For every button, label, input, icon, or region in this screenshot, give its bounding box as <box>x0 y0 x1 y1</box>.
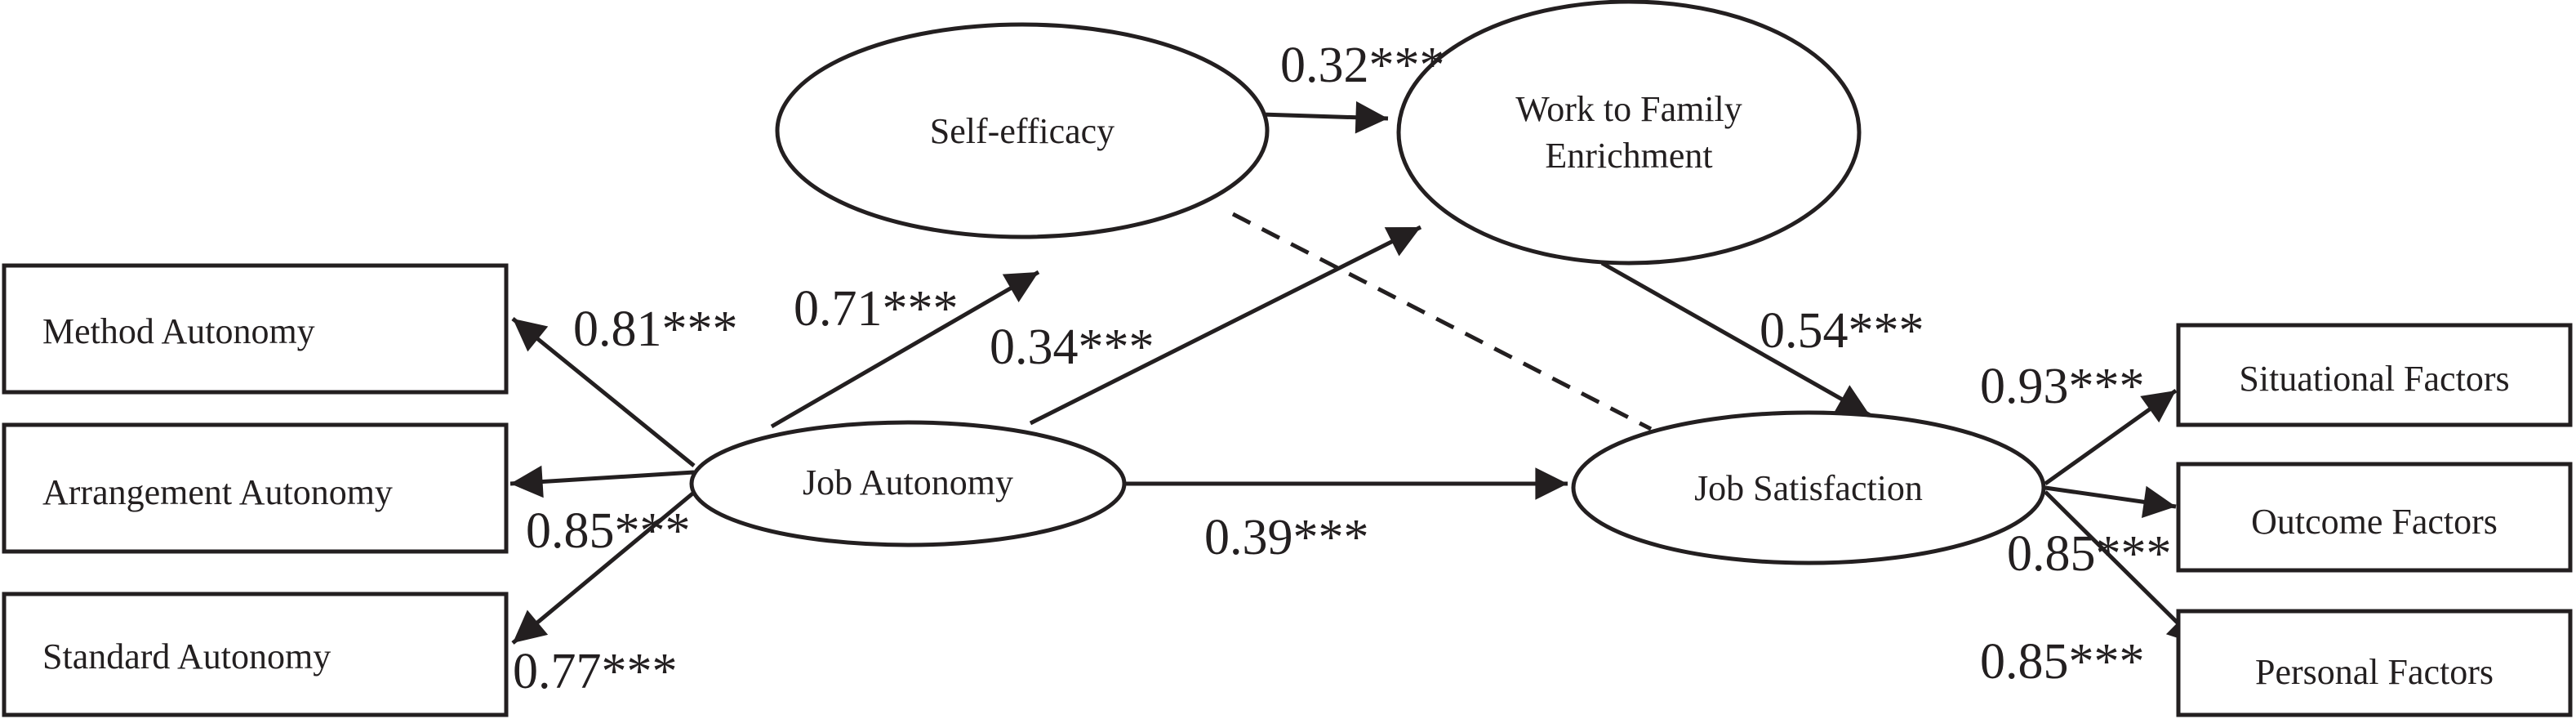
edge-satisfaction-to-personal <box>2044 490 2202 647</box>
edge-satisfaction-to-situational <box>2044 388 2178 486</box>
node-job-satisfaction: Job Satisfaction <box>1571 410 2046 565</box>
edge-autonomy-to-enrichment <box>1029 225 1422 426</box>
node-outcome-factors: Outcome Factors <box>2176 462 2573 573</box>
coef-method-loading: 0.81*** <box>573 301 738 357</box>
node-method-autonomy-label: Method Autonomy <box>42 311 315 351</box>
node-work-family-label-line2: Enrichment <box>1545 136 1712 176</box>
coef-standard-loading: 0.77*** <box>513 644 678 699</box>
coef-self-efficacy-to-enrichment: 0.32*** <box>1280 38 1445 93</box>
coef-situational-loading: 0.93*** <box>1980 359 2145 414</box>
edge-self-efficacy-to-enrichment <box>1261 100 1389 134</box>
coef-arrangement-loading: 0.85*** <box>526 503 691 559</box>
coef-autonomy-to-self-efficacy: 0.71*** <box>794 281 959 337</box>
node-method-autonomy: Method Autonomy <box>2 263 509 395</box>
node-work-family-enrichment: Work to Family Enrichment <box>1396 0 1862 266</box>
node-self-efficacy-label: Self-efficacy <box>930 111 1114 151</box>
edge-satisfaction-to-outcome <box>2044 485 2177 518</box>
node-outcome-factors-label: Outcome Factors <box>2251 502 2498 542</box>
node-self-efficacy: Self-efficacy <box>775 22 1270 239</box>
edge-autonomy-to-method <box>511 317 696 467</box>
node-situational-factors: Situational Factors <box>2176 323 2573 427</box>
edge-self-efficacy-to-satisfaction-dashed <box>1231 212 1653 431</box>
node-work-family-label-line1: Work to Family <box>1515 89 1742 129</box>
node-job-satisfaction-label: Job Satisfaction <box>1694 468 1923 508</box>
node-personal-factors-label: Personal Factors <box>2255 652 2494 692</box>
node-job-autonomy: Job Autonomy <box>689 420 1127 547</box>
node-standard-autonomy-label: Standard Autonomy <box>42 636 331 677</box>
node-job-autonomy-label: Job Autonomy <box>803 462 1013 502</box>
coef-outcome-loading: 0.85*** <box>2007 526 2172 582</box>
coef-autonomy-to-enrichment: 0.34*** <box>990 319 1155 375</box>
coef-personal-loading: 0.85*** <box>1980 634 2145 690</box>
edge-autonomy-to-arrangement <box>509 465 695 498</box>
coef-enrichment-to-satisfaction: 0.54*** <box>1760 303 1924 359</box>
edge-enrichment-to-satisfaction <box>1600 261 1871 418</box>
node-arrangement-autonomy-label: Arrangement Autonomy <box>42 472 393 512</box>
node-arrangement-autonomy: Arrangement Autonomy <box>2 422 509 554</box>
node-personal-factors: Personal Factors <box>2176 609 2573 717</box>
coef-autonomy-to-satisfaction: 0.39*** <box>1204 510 1369 565</box>
edge-autonomy-to-standard <box>511 485 702 645</box>
edge-autonomy-to-self-efficacy <box>770 270 1040 429</box>
node-situational-factors-label: Situational Factors <box>2239 359 2509 399</box>
node-standard-autonomy: Standard Autonomy <box>2 592 509 717</box>
